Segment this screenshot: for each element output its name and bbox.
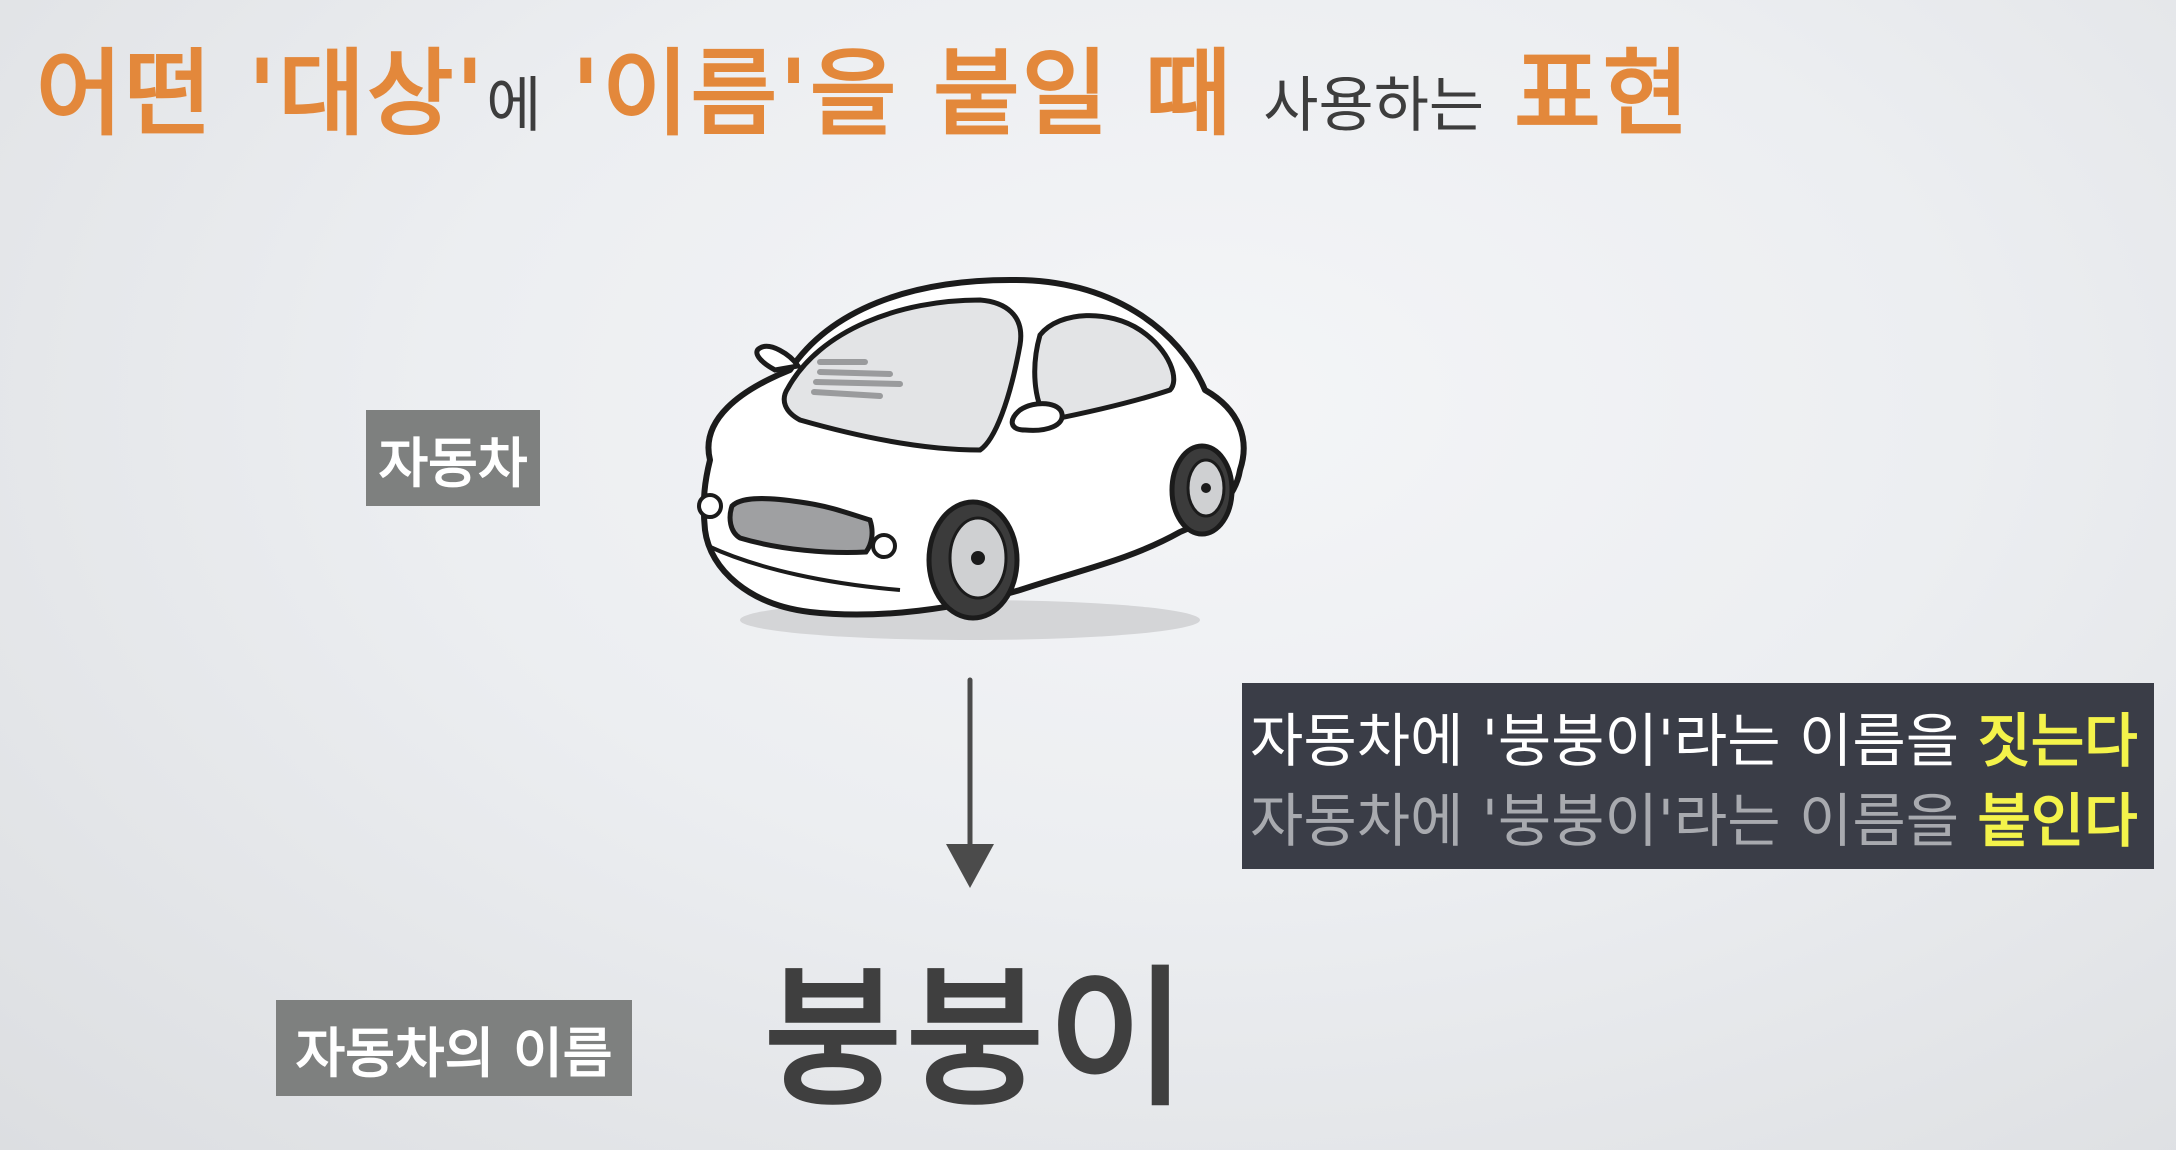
title-part-name: '이름'을 붙일 때 bbox=[571, 40, 1234, 149]
car-icon bbox=[697, 276, 1247, 640]
callout-line-2-highlight: 붙인다 bbox=[1977, 787, 2138, 855]
callout-line-1-highlight: 짓는다 bbox=[1977, 707, 2138, 775]
callout-line-2: 자동차에 '붕붕이'라는 이름을 붙인다 bbox=[1250, 781, 2154, 861]
car-name-label: 자동차의 이름 bbox=[276, 1000, 632, 1096]
arrow-down-icon bbox=[946, 677, 994, 888]
title-part-target: 어떤 '대상' bbox=[36, 40, 487, 149]
callout-line-2-text: 자동차에 '붕붕이'라는 이름을 bbox=[1250, 787, 1960, 855]
expression-callout: 자동차에 '붕붕이'라는 이름을 짓는다 자동차에 '붕붕이'라는 이름을 붙인… bbox=[1242, 683, 2154, 869]
page-title: 어떤 '대상' 에 '이름'을 붙일 때 사용하는 표현 bbox=[36, 18, 1691, 149]
title-part-using: 사용하는 bbox=[1263, 71, 1485, 141]
car-label: 자동차 bbox=[366, 410, 540, 506]
callout-line-1-text: 자동차에 '붕붕이'라는 이름을 bbox=[1250, 707, 1960, 775]
car-name-value: 붕붕이 bbox=[764, 953, 1191, 1127]
title-part-expression: 표현 bbox=[1514, 40, 1692, 149]
callout-line-1: 자동차에 '붕붕이'라는 이름을 짓는다 bbox=[1250, 701, 2154, 781]
title-part-particle: 에 bbox=[486, 71, 542, 141]
